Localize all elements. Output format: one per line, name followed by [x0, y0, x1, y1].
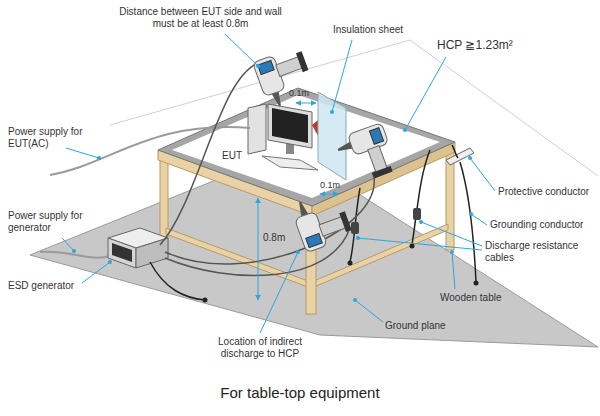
label-anchor: Insulation sheet	[333, 24, 403, 36]
leader-line	[421, 222, 482, 246]
leader-line	[260, 252, 298, 333]
callout-label: Ground plane	[385, 320, 446, 332]
callout-label: EUT	[222, 150, 242, 162]
generator-panel	[112, 243, 132, 262]
horizontal-coupling-plane	[158, 88, 455, 206]
callout-label: Discharge resistance cables	[485, 240, 595, 264]
callout-label: HCP ≧1.23m²	[437, 38, 513, 52]
esd-gun	[253, 46, 317, 110]
ground-terminal	[203, 298, 208, 303]
leader-dot	[353, 298, 357, 302]
generator-side	[136, 238, 168, 268]
leader-line	[82, 262, 110, 283]
esd-gun	[290, 189, 354, 253]
callout-label: Insulation sheet	[333, 24, 403, 36]
leader-dot	[296, 250, 300, 254]
generator-front	[108, 238, 136, 268]
leader-line	[405, 57, 446, 130]
callout-label: Wooden table	[440, 292, 502, 304]
label-anchor: Discharge resistance cables	[485, 240, 595, 264]
callout-label: Protective conductor	[498, 186, 589, 198]
discharge-cable	[412, 150, 430, 245]
label-anchor: Ground plane	[385, 320, 446, 332]
leader-dot	[97, 156, 101, 160]
figure-caption: For table-top equipment	[0, 384, 600, 402]
label-anchor: Wooden table	[440, 292, 502, 304]
resistor-symbol	[413, 208, 421, 220]
monitor-frame	[268, 104, 312, 148]
callout-label: ESD generator	[8, 280, 74, 292]
leader-dot	[468, 156, 472, 160]
label-anchor: Distance between EUT side and wall must …	[118, 6, 283, 30]
leader-line	[471, 214, 487, 225]
ground-terminal	[410, 244, 415, 249]
label-anchor: ESD generator	[8, 280, 74, 292]
pc-tower	[248, 104, 266, 154]
esd-gun	[334, 123, 398, 187]
callout-label: 0.1m	[289, 88, 309, 99]
hcp-inner-surface	[172, 95, 440, 198]
leader-line	[358, 238, 482, 250]
label-anchor: Power supply for EUT(AC)	[8, 126, 88, 150]
label-anchor: Power supply for generator	[8, 210, 88, 234]
leader-dot	[403, 128, 407, 132]
dimension-line	[296, 103, 316, 104]
dimension-line	[320, 194, 338, 195]
gun-cable	[160, 62, 262, 245]
label-anchor: Protective conductor	[498, 186, 589, 198]
table-stretcher	[166, 228, 308, 287]
callout-label: Power supply for generator	[8, 210, 88, 234]
leader-dot	[356, 236, 360, 240]
keyboard	[262, 156, 318, 170]
label-anchor: Grounding conductor	[490, 219, 583, 231]
caption-anchor: For table-top equipment	[0, 384, 600, 402]
label-anchor: HCP ≧1.23m²	[437, 38, 513, 52]
insulation-sheet	[318, 92, 346, 180]
callout-label: 0.1m	[320, 180, 340, 191]
gun-cable	[165, 178, 374, 264]
discharge-cable	[350, 188, 360, 262]
label-anchor: 0.1m	[289, 88, 309, 99]
leader-dot	[72, 249, 76, 253]
label-anchor: EUT	[222, 150, 242, 162]
leader-line	[470, 158, 495, 191]
leader-dot	[450, 250, 454, 254]
leader-dot	[419, 220, 423, 224]
callout-label: Grounding conductor	[490, 219, 583, 231]
dimension-line	[258, 198, 259, 300]
leader-line	[452, 252, 455, 289]
label-anchor: 0.8m	[263, 232, 285, 244]
leader-dots	[72, 64, 473, 302]
label-anchor: Location of indirect discharge to HCP	[200, 336, 320, 360]
leader-lines	[62, 34, 495, 333]
callout-label: Location of indirect discharge to HCP	[200, 336, 320, 360]
callout-label: Power supply for EUT(AC)	[8, 126, 88, 150]
grounding-cable	[460, 162, 476, 282]
hcp-bond-cable	[452, 145, 458, 158]
leader-dot	[256, 64, 260, 68]
leader-line	[355, 300, 383, 322]
ground-terminal	[474, 281, 479, 286]
leader-dot	[108, 260, 112, 264]
discharge-point	[312, 120, 318, 136]
resistor-symbol	[351, 222, 359, 234]
leader-dot	[330, 110, 334, 114]
leader-line	[66, 148, 99, 158]
label-anchor: 0.1m	[320, 180, 340, 191]
leader-line	[225, 34, 258, 66]
leader-dot	[469, 212, 473, 216]
ground-terminal	[348, 261, 353, 266]
callout-label: 0.8m	[263, 232, 285, 244]
leader-line	[332, 40, 352, 112]
monitor-screen	[272, 108, 308, 143]
callout-label: Distance between EUT side and wall must …	[118, 6, 283, 30]
leader-line	[62, 238, 74, 251]
